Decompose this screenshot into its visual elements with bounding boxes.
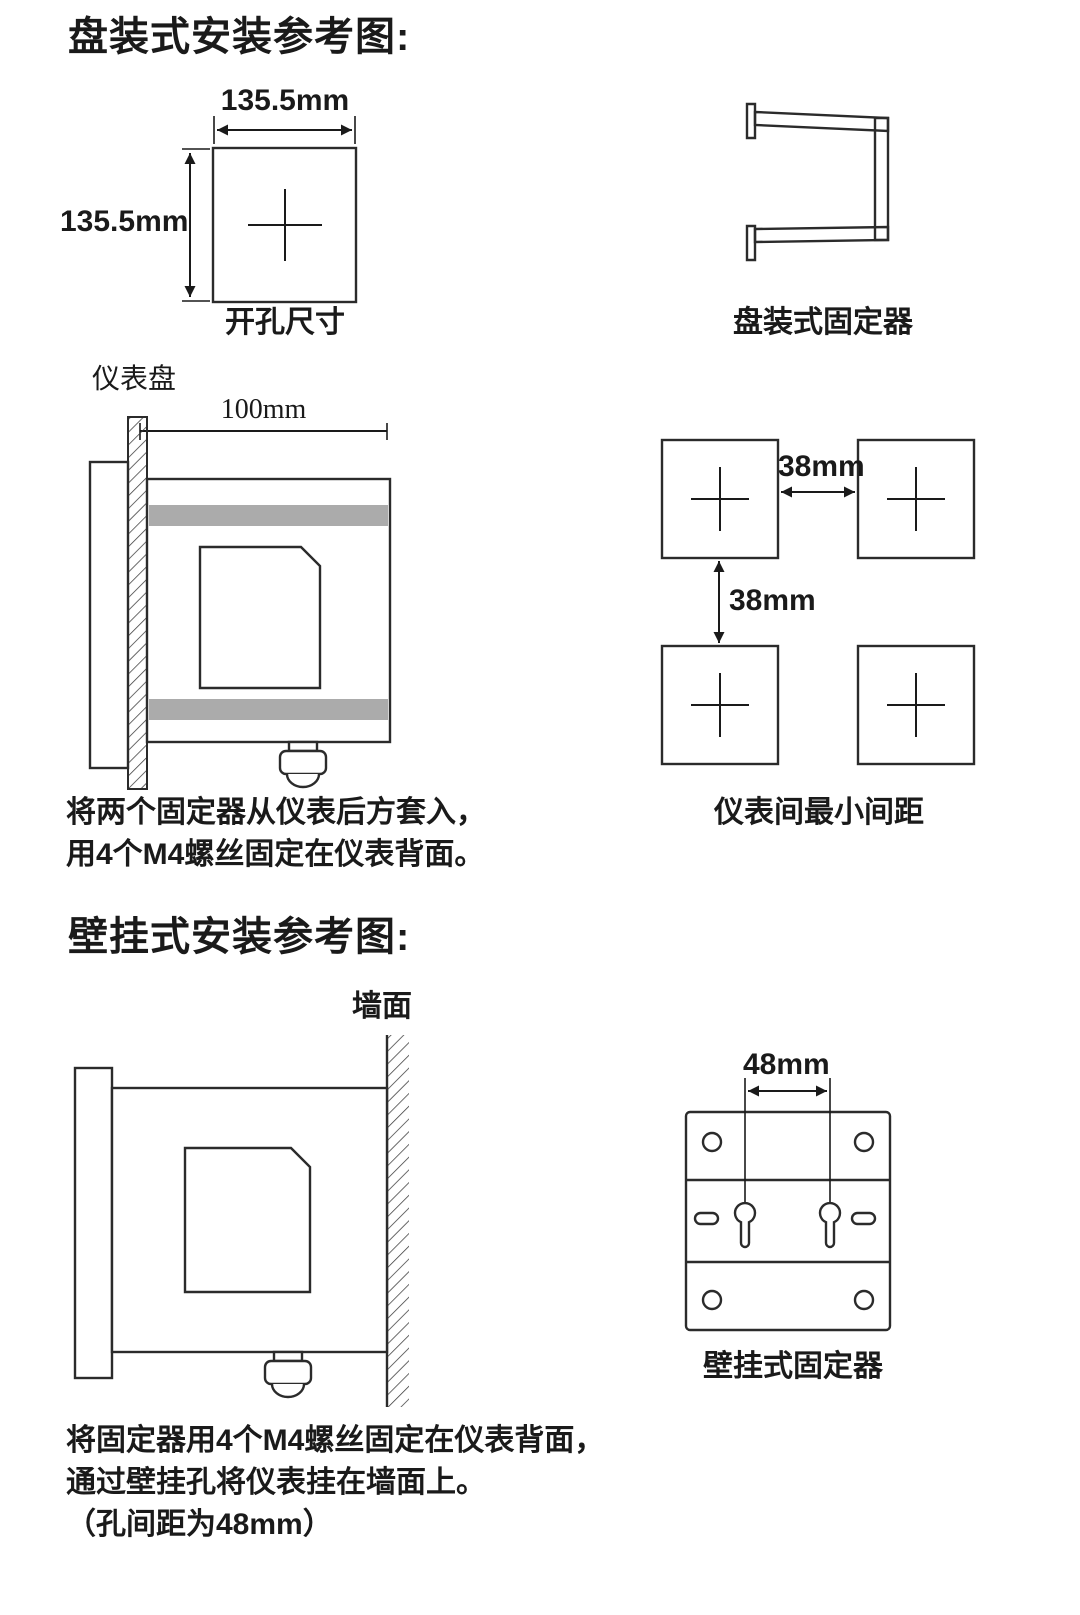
instrument-bezel <box>73 1066 114 1380</box>
wall-fixture-drawing <box>684 1078 892 1332</box>
wall-hatching <box>387 1035 409 1407</box>
instrument-square <box>660 438 780 560</box>
fixture-plate <box>684 1110 892 1332</box>
hole-spacing-label: 48mm <box>743 1048 830 1081</box>
instrument-square <box>856 438 976 560</box>
bracket-right-bar <box>873 116 890 242</box>
bracket-tab-top <box>745 102 757 140</box>
cable-gland <box>278 740 328 789</box>
cable-gland <box>263 1350 313 1399</box>
panel-note-line1: 将两个固定器从仪表后方套入， <box>66 796 486 829</box>
instrument-label-area <box>183 1146 312 1294</box>
gland-body <box>278 749 328 776</box>
spacing-diagram <box>660 438 976 766</box>
panel-note-line2: 用4个M4螺丝固定在仪表背面。 <box>66 838 485 871</box>
panel-fixture-caption: 盘装式固定器 <box>733 306 913 339</box>
instrument-body <box>110 1086 389 1354</box>
panel-side-view <box>88 416 392 790</box>
spacing-vertical-label: 38mm <box>729 584 816 617</box>
instrument-square <box>660 644 780 766</box>
wall-note-line1: 将固定器用4个M4螺丝固定在仪表背面， <box>66 1424 605 1457</box>
bracket-bottom-bar <box>753 225 890 244</box>
instrument-panel-label: 仪表盘 <box>92 364 177 395</box>
panel-mount-title: 盘装式安装参考图: <box>68 15 411 59</box>
bracket-tab-bottom <box>745 224 757 262</box>
wall-surface-label: 墙面 <box>352 990 412 1023</box>
screw-hole <box>701 1289 723 1311</box>
gland-dome <box>270 1383 306 1399</box>
gland-body <box>263 1359 313 1386</box>
keyhole-slot <box>733 1201 757 1249</box>
wall-note-line3: （孔间距为48mm） <box>66 1508 333 1541</box>
wall-note-line2: 通过壁挂孔将仪表挂在墙面上。 <box>66 1466 486 1499</box>
gland-neck <box>287 740 319 753</box>
instrument-square <box>856 644 976 766</box>
clamp-bar-top <box>149 505 388 526</box>
cutout-caption: 开孔尺寸 <box>225 306 345 339</box>
instrument-bezel <box>88 460 130 770</box>
keyhole-slot <box>818 1201 842 1249</box>
panel-wall <box>127 416 148 790</box>
instrument-label-area <box>198 545 322 690</box>
wall-fixture-caption: 壁挂式固定器 <box>703 1350 883 1383</box>
screw-hole <box>853 1131 875 1153</box>
spacing-caption: 仪表间最小间距 <box>714 796 924 829</box>
wall-mount-title: 壁挂式安装参考图: <box>68 915 411 959</box>
cutout-height-label: 135.5mm <box>60 205 189 238</box>
side-slot <box>850 1211 877 1226</box>
cutout-square <box>211 146 358 304</box>
spacing-horizontal-label: 38mm <box>778 450 865 483</box>
depth-label: 100mm <box>220 394 307 425</box>
gland-dome <box>285 773 321 789</box>
cutout-diagram <box>182 116 358 304</box>
wall-side-view <box>73 1035 409 1407</box>
gland-neck <box>272 1350 304 1363</box>
side-slot <box>693 1211 720 1226</box>
panel-fixture-drawing <box>745 102 890 262</box>
cutout-width-label: 135.5mm <box>220 84 350 117</box>
screw-hole <box>853 1289 875 1311</box>
screw-hole <box>701 1131 723 1153</box>
clamp-bar-bottom <box>149 699 388 720</box>
bracket-top-bar <box>753 110 890 133</box>
